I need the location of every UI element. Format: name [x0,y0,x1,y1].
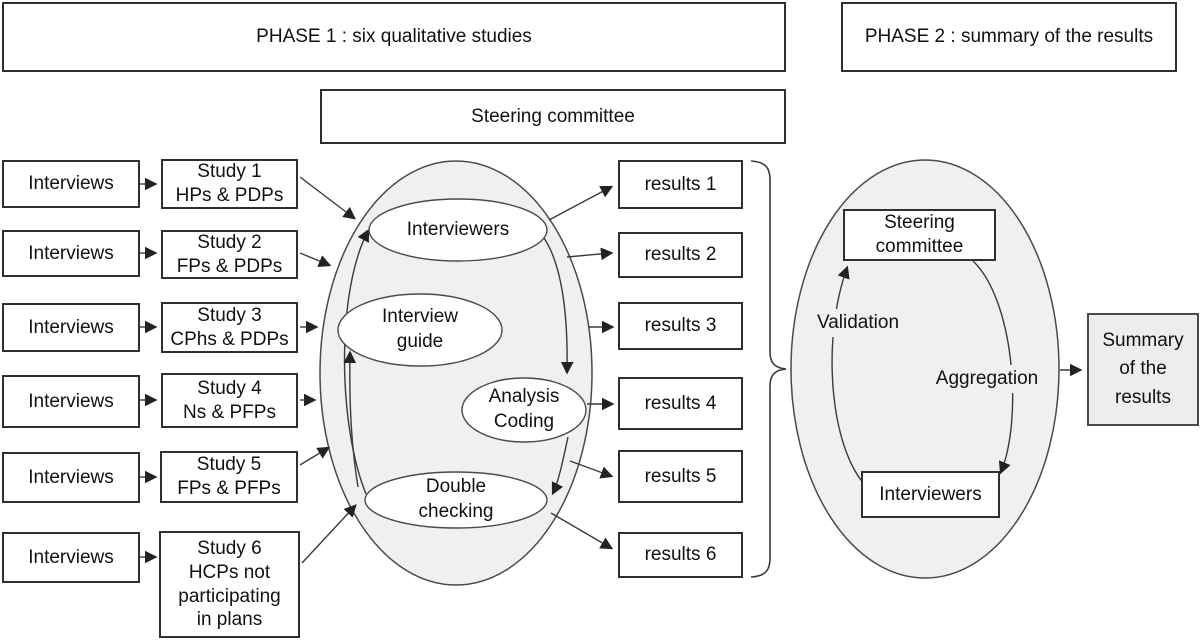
arrow-doublechecking-guide [343,350,359,488]
arrow-interviewers-analysis [543,237,574,375]
study-label-5: Study 5 FPs & PFPs [177,454,281,499]
results-box-5: results 5 [618,450,743,503]
double-checking-ellipse [364,471,548,529]
summary-label: Summary of the results [1102,329,1184,408]
interviewers-step-label-wrap: Interviewers [370,215,546,245]
phase2-interviewers-label: Interviewers [879,483,982,505]
validation-label-wrap: Validation [806,309,910,337]
arrow-study6-process [301,504,357,564]
interview-guide-step-label: Interview guide [381,306,459,352]
results-grouping-brace [750,160,787,578]
results-box-1: results 1 [618,160,743,209]
arrow-study1-process [299,176,357,220]
arrow-aggregation [972,260,1014,475]
study-box-6: Study 6 HCPs not participating in plans [159,531,300,638]
study-label-3: Study 3 CPhs & PDPs [170,304,289,350]
results-box-6: results 6 [618,532,743,578]
analysis-coding-ellipse [461,377,587,443]
analysis-coding-step-label-wrap: Analysis Coding [462,384,586,436]
summary-box: Summary of the results [1087,313,1199,426]
arrow-validation [831,265,867,487]
aggregation-label-wrap: Aggregation [928,365,1046,393]
aggregation-label: Aggregation [935,367,1039,389]
interviews-label-4: Interviews [28,390,114,412]
study-box-1: Study 1 HPs & PDPs [161,159,298,209]
interviews-label-5: Interviews [28,466,114,488]
study-box-4: Study 4 Ns & PFPs [161,373,298,428]
phase2-interviewers-box: Interviewers [861,471,1000,518]
analysis-coding-step-label: Analysis Coding [488,386,560,432]
process-steps [337,198,587,529]
interviews-label-3: Interviews [28,316,114,338]
phase2-steering-committee-box: Steering committee [843,209,996,261]
interviews-label-2: Interviews [28,242,114,264]
results-label-1: results 1 [644,173,717,195]
interviews-box-4: Interviews [2,375,140,428]
results-box-2: results 2 [618,232,743,278]
interviewers-step-label: Interviewers [406,218,510,240]
results-label-5: results 5 [644,465,717,487]
interviews-box-2: Interviews [2,230,140,277]
phase1-process-ellipse [319,160,593,586]
study-label-6: Study 6 HCPs not participating in plans [178,537,281,631]
interview-guide-step-label-wrap: Interview guide [345,304,495,356]
results-label-3: results 3 [644,315,717,337]
double-checking-step-label-wrap: Double checking [366,474,546,526]
study-box-5: Study 5 FPs & PFPs [160,451,298,503]
interviews-box-1: Interviews [2,160,140,208]
study-label-4: Study 4 Ns & PFPs [183,377,276,423]
arrow-process-results2 [566,247,614,261]
arrow-process-results6 [550,512,614,550]
interviewers-ellipse [368,198,548,262]
phase2-steering-committee-label: Steering committee [875,212,964,257]
study-box-3: Study 3 CPhs & PDPs [161,302,298,353]
interviews-box-6: Interviews [2,532,140,583]
interviews-label-6: Interviews [28,546,114,568]
study-box-2: Study 2 FPs & PDPs [161,230,298,279]
arrow-process-results1 [548,185,614,221]
phase2-title-box: PHASE 2 : summary of the results [841,2,1177,72]
validation-label: Validation [816,311,900,333]
results-label-4: results 4 [644,392,717,414]
phase1-title: PHASE 1 : six qualitative studies [256,26,532,48]
double-checking-step-label: Double checking [418,476,494,522]
results-label-2: results 2 [644,244,717,266]
steering-committee-label: Steering committee [471,105,635,127]
interviews-box-3: Interviews [2,303,140,352]
arrow-analysis-doublechecking [551,436,569,496]
connector-arrows [140,176,1083,564]
arrow-study2-process [299,252,332,267]
steering-committee-box: Steering committee [320,89,786,144]
phase2-title: PHASE 2 : summary of the results [864,26,1154,48]
study-label-2: Study 2 FPs & PDPs [176,231,283,277]
results-box-3: results 3 [618,302,743,350]
results-label-6: results 6 [644,544,717,566]
arrow-study5-process [299,446,331,466]
study-label-1: Study 1 HPs & PDPs [175,161,284,206]
interviews-label-1: Interviews [28,173,114,195]
results-box-4: results 4 [618,377,743,430]
interview-guide-ellipse [337,293,503,367]
interviews-box-5: Interviews [2,452,140,503]
arrow-process-results5 [569,460,614,479]
phase1-title-box: PHASE 1 : six qualitative studies [2,2,786,72]
